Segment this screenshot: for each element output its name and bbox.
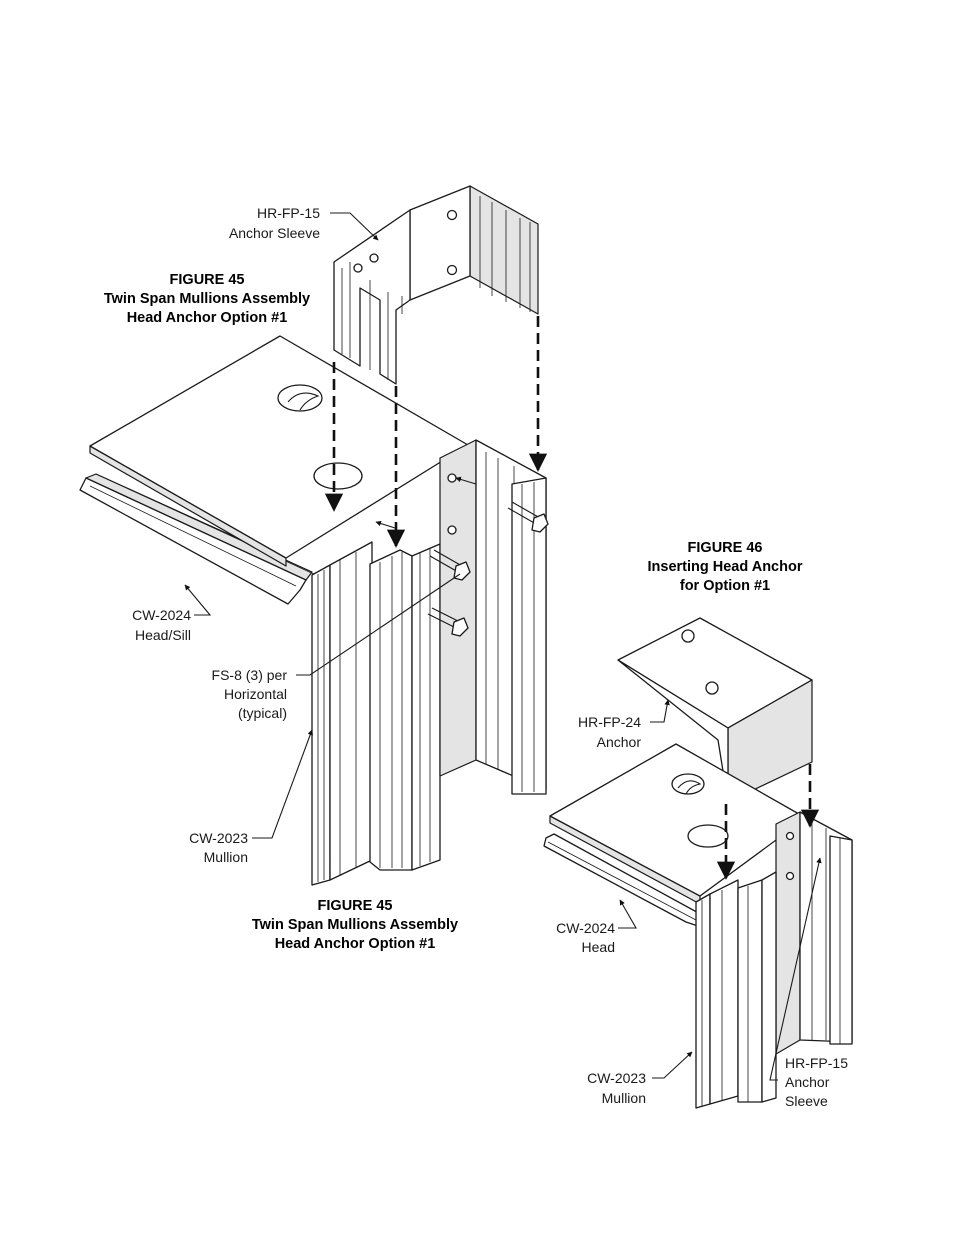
caption-figure45-bottom: FIGURE 45 Twin Span Mullions Assembly He… (252, 898, 458, 952)
label-fs8-line2: Horizontal (224, 686, 287, 702)
label-hr-fp15-top-line1: HR-FP-15 (257, 205, 320, 221)
cw2024-head-sill-part (79, 473, 317, 605)
caption-46-line2: Inserting Head Anchor (648, 559, 803, 575)
label-hr-fp15-right-line2: Anchor (785, 1074, 830, 1090)
caption-45-bottom-line3: Head Anchor Option #1 (275, 936, 436, 952)
label-hr-fp24-line2: Anchor (597, 734, 642, 750)
caption-45-top-line1: FIGURE 45 (170, 272, 245, 288)
label-hr-fp24-line1: HR-FP-24 (578, 714, 641, 730)
label-hr-fp24: HR-FP-24 Anchor (578, 714, 641, 750)
label-hr-fp15-right: HR-FP-15 Anchor Sleeve (785, 1055, 848, 1109)
label-fs8-line3: (typical) (238, 705, 287, 721)
leader-lines (184, 212, 822, 1081)
label-cw2024-headsill-line1: CW-2024 (132, 607, 191, 623)
caption-45-top-line3: Head Anchor Option #1 (127, 310, 288, 326)
caption-figure45-top: FIGURE 45 Twin Span Mullions Assembly He… (104, 272, 310, 326)
label-cw2023-right-line2: Mullion (602, 1090, 646, 1106)
label-cw2024-head: CW-2024 Head (556, 920, 615, 955)
label-cw2024-head-line2: Head (582, 939, 615, 955)
label-cw2024-head-line1: CW-2024 (556, 920, 615, 936)
caption-45-bottom-line1: FIGURE 45 (318, 898, 393, 914)
label-cw2023-right-line1: CW-2023 (587, 1070, 646, 1086)
hr-fp24-anchor-part (617, 617, 813, 803)
figure45-assembly (79, 185, 549, 886)
label-cw2024-head-sill: CW-2024 Head/Sill (132, 607, 191, 643)
label-fs8: FS-8 (3) per Horizontal (typical) (212, 667, 288, 721)
caption-45-top-line2: Twin Span Mullions Assembly (104, 291, 310, 307)
caption-45-bottom-line2: Twin Span Mullions Assembly (252, 917, 458, 933)
head-plate (89, 335, 469, 567)
label-cw2023-left-line1: CW-2023 (189, 830, 248, 846)
mullion-right (439, 439, 547, 795)
figure46-assembly (543, 617, 853, 1109)
label-cw2023-right: CW-2023 Mullion (587, 1070, 646, 1106)
mullion-center (369, 543, 441, 871)
label-hr-fp15-top: HR-FP-15 Anchor Sleeve (229, 205, 320, 241)
label-hr-fp15-right-line3: Sleeve (785, 1093, 828, 1109)
caption-figure46: FIGURE 46 Inserting Head Anchor for Opti… (648, 540, 803, 594)
label-fs8-line1: FS-8 (3) per (212, 667, 288, 683)
caption-46-line3: for Option #1 (680, 578, 770, 594)
cw2023-mullion-right (695, 811, 853, 1109)
label-hr-fp15-right-line1: HR-FP-15 (785, 1055, 848, 1071)
label-cw2023-left-line2: Mullion (204, 849, 248, 865)
hr-fp15-anchor-sleeve-top (333, 185, 539, 385)
label-hr-fp15-top-line2: Anchor Sleeve (229, 225, 320, 241)
caption-46-line1: FIGURE 46 (688, 540, 763, 556)
label-cw2023-left: CW-2023 Mullion (189, 830, 248, 865)
cw2023-mullion-left (311, 541, 373, 886)
label-cw2024-headsill-line2: Head/Sill (135, 627, 191, 643)
